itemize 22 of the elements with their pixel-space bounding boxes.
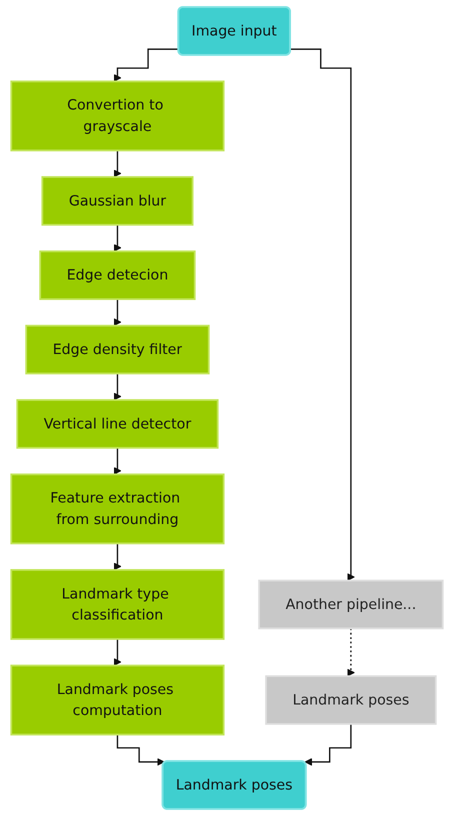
arrow xyxy=(347,628,355,677)
node-box: Landmark type classification xyxy=(10,569,225,640)
node-box: Gaussian blur xyxy=(41,176,194,226)
node-box: Feature extraction from surrounding xyxy=(10,474,225,544)
arrow xyxy=(114,48,179,82)
node-box: Landmark poses computation xyxy=(10,664,225,736)
arrow xyxy=(114,224,122,252)
node-box: Vertical line detector xyxy=(16,399,219,449)
arrow xyxy=(114,372,122,400)
arrow xyxy=(114,150,122,178)
arrow xyxy=(304,723,352,766)
arrow xyxy=(116,734,165,766)
arrow xyxy=(290,48,355,581)
node-box: Convertion to grayscale xyxy=(10,80,225,152)
node-box: Edge detecion xyxy=(39,250,196,300)
arrow xyxy=(114,542,122,570)
node-box: Landmark poses xyxy=(265,675,437,725)
node-box: Edge density filter xyxy=(25,324,210,374)
arrow xyxy=(114,447,122,475)
arrow xyxy=(114,298,122,326)
arrow xyxy=(114,638,122,666)
node-box: Another pipeline... xyxy=(258,580,444,630)
